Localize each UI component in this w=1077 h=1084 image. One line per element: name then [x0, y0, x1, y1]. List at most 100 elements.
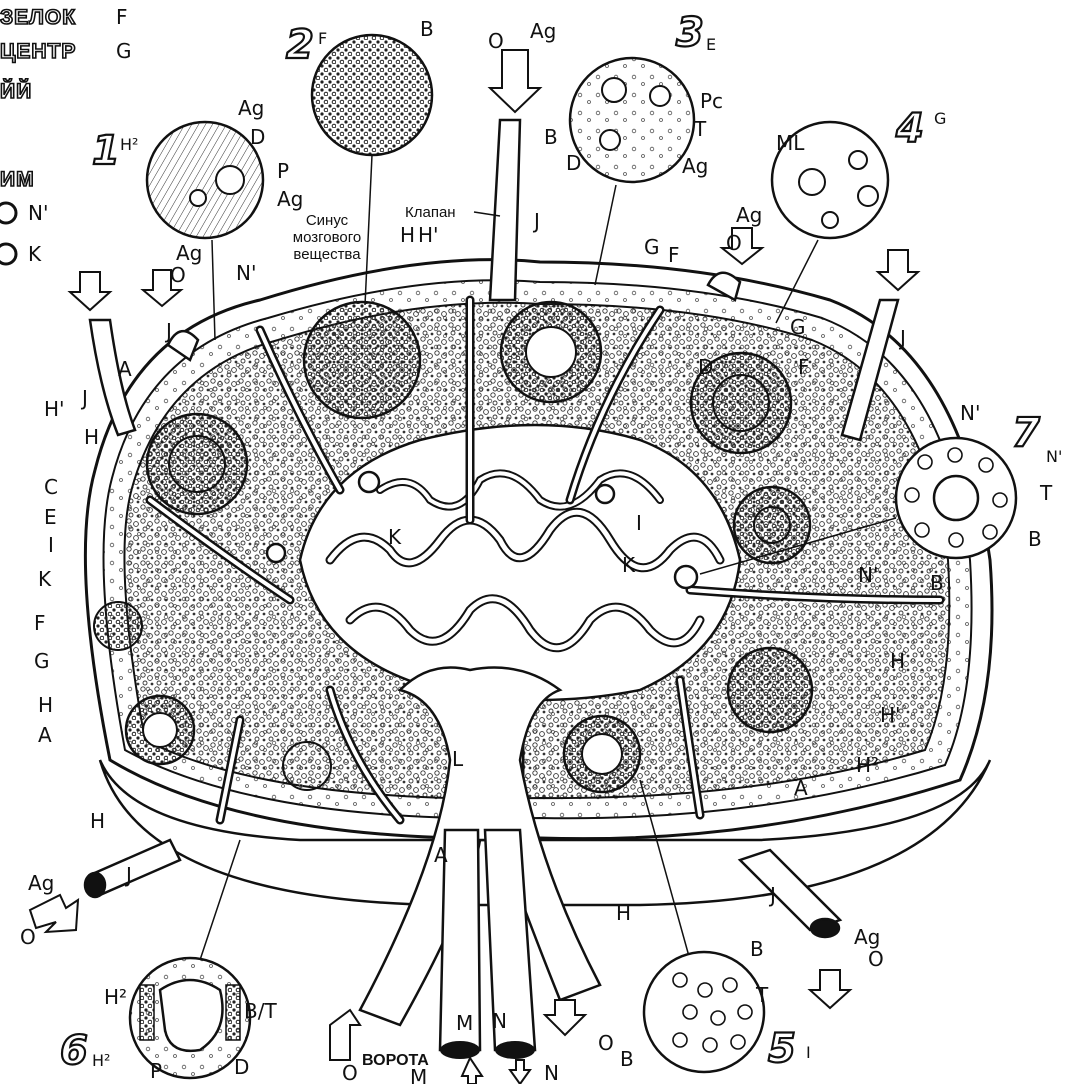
callout-5-label-b-2: B: [620, 1047, 634, 1071]
medullary-sinus-label-2: мозгового: [293, 229, 361, 246]
callout-3-label-b: B: [544, 125, 558, 149]
label-e: E: [44, 505, 57, 529]
header-line-5-swatch: [0, 203, 16, 223]
header-line-5-tag: N': [28, 201, 48, 225]
callout-1-label-ag: Ag: [238, 96, 264, 120]
label-h1: H': [44, 397, 65, 421]
label-h2: H²: [856, 753, 879, 777]
label-h-hilum: H: [616, 901, 631, 925]
callout-5-number: 5: [768, 1026, 796, 1072]
arrow-vein-out: [510, 1060, 530, 1084]
callout-3-number: 3: [676, 10, 704, 56]
callout-4-number: 4: [895, 106, 924, 152]
callout-6-label-h2: H²: [104, 985, 127, 1009]
label-h1-top: H': [418, 223, 439, 247]
callout-2-tag: F: [318, 29, 327, 48]
arrow-out-efferent: [330, 1010, 360, 1060]
follicle: [304, 302, 420, 418]
callout-7-label-t: T: [1039, 481, 1053, 505]
label-o-lower-right: O: [868, 947, 884, 971]
arrow-in-left: [70, 272, 110, 310]
label-h-left: H: [84, 425, 99, 449]
label-k-medulla: K: [388, 525, 402, 549]
callout-1-label-d: D: [250, 125, 265, 149]
header-line-2: ЦЕНТР: [0, 40, 76, 63]
callout-1-tag: H²: [120, 135, 138, 154]
germinal-center: [143, 713, 177, 747]
callout-3: 3 E Pc T B D Ag: [544, 10, 723, 285]
label-k: K: [38, 567, 52, 591]
label-h-right: H: [890, 649, 905, 673]
label-n1-right: N': [858, 563, 878, 587]
callout-4-tag: G: [934, 109, 946, 128]
callout-3-label-t: T: [693, 117, 707, 141]
header-line-6-tag: K: [28, 242, 42, 266]
label-f: F: [34, 611, 46, 635]
arrow-artery-in: [462, 1058, 482, 1084]
callout-7-label-b: B: [1028, 527, 1042, 551]
label-j-top: J: [532, 209, 540, 233]
callout-1-label-p: P: [277, 159, 289, 183]
label-n-bottom: N: [544, 1061, 559, 1084]
callout-6-number: 6: [60, 1028, 88, 1074]
label-i-right: I: [636, 511, 642, 535]
medullary-sinus-label-1: Синус: [306, 212, 349, 229]
callout-1-number: 1: [92, 128, 120, 174]
label-ag-right: Ag: [736, 203, 762, 227]
label-m-bottom: M: [410, 1065, 427, 1084]
arrow-in-right: [878, 250, 918, 290]
callout-3-label-d: D: [566, 151, 581, 175]
germinal-center: [526, 327, 576, 377]
label-ag-lower-left: Ag: [28, 871, 54, 895]
arrow-out-efferent-2: [545, 1000, 585, 1035]
label-n: N: [492, 1009, 507, 1033]
header-line-2-tag: G: [116, 39, 132, 63]
label-o-left: O: [170, 263, 186, 287]
header-line-3: ЙЙ: [0, 79, 32, 103]
callout-5-label-t: T: [755, 983, 769, 1007]
callout-2-number: 2: [286, 22, 314, 68]
label-o-bottom: O: [342, 1061, 358, 1084]
label-ag-left: Ag: [176, 241, 202, 265]
callout-6-tag: H²: [92, 1051, 110, 1070]
label-o-bottom-2: O: [598, 1031, 614, 1055]
label-g-top: G: [644, 235, 660, 259]
callout-2-label-b: B: [420, 17, 434, 41]
label-ag-lower-right: Ag: [854, 925, 880, 949]
medullary-sinus-label-3: вещества: [293, 246, 361, 263]
afferent-vessel-top: [490, 120, 520, 300]
label-o-lower-left: O: [20, 925, 36, 949]
label-o-top: O: [488, 29, 504, 53]
callout-7-tag: N': [1046, 447, 1062, 466]
label-a: A: [38, 723, 52, 747]
callout-7-label-b-2: B: [930, 571, 944, 595]
label-j-bottom-left: J: [124, 863, 132, 887]
callout-3-label-pc: Pc: [700, 89, 723, 113]
label-m: M: [456, 1011, 473, 1035]
header-line-1-tag: F: [116, 5, 128, 29]
header-line-6-swatch: [0, 244, 16, 264]
label-g-right: G: [790, 315, 806, 339]
germinal-center: [754, 507, 790, 543]
label-d: D: [698, 355, 713, 379]
callout-6-label-bt: B/T: [244, 999, 277, 1023]
label-l: L: [452, 747, 464, 771]
callout-1-label-ag-2: Ag: [277, 187, 303, 211]
label-h1-right: H': [880, 703, 901, 727]
arrow-in-top: [490, 50, 540, 112]
label-k-medulla-2: K: [622, 553, 636, 577]
header-line-4: ИМ: [0, 168, 35, 191]
callout-7-label-n1: N': [960, 401, 980, 425]
germinal-center: [169, 436, 225, 492]
label-j-right: J: [898, 326, 906, 350]
label-a-hilum: A: [434, 843, 448, 867]
label-j-left-2: J: [164, 319, 172, 343]
callout-5-tag: I: [806, 1043, 811, 1062]
germinal-center: [582, 734, 622, 774]
follicle: [283, 742, 331, 790]
callout-4-label-ml: ML: [776, 131, 805, 155]
follicle: [94, 602, 142, 650]
label-j-left: J: [80, 386, 88, 410]
label-g: G: [34, 649, 50, 673]
label-a-top: A: [118, 357, 132, 381]
